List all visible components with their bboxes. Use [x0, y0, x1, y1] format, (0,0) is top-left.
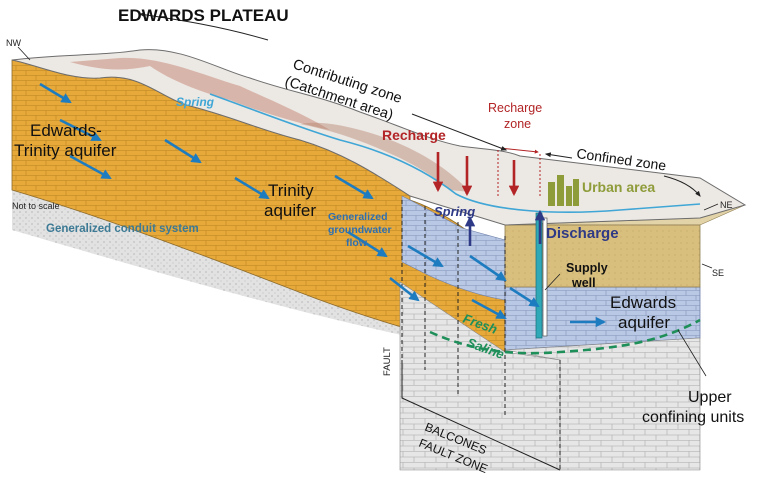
trinity-aquifer-label-2: aquifer	[264, 201, 316, 220]
groundwater-flow-arrows	[39, 82, 607, 328]
urban-area-icon	[548, 175, 579, 206]
page-title: EDWARDS PLATEAU	[118, 6, 289, 25]
spring-lower-label: Spring	[434, 204, 475, 219]
recharge-zone-label-2: zone	[504, 117, 531, 131]
ne-leader	[703, 203, 719, 211]
fault-zone-base	[399, 281, 561, 471]
surface-shading-2	[300, 122, 470, 192]
fresh-saline-boundary	[429, 318, 701, 355]
upper-confining-label: Upper	[688, 389, 732, 406]
se-leader	[701, 263, 713, 269]
well-leader	[544, 273, 561, 291]
edwards-aquifer-label-2: aquifer	[618, 313, 670, 332]
nw-leader	[17, 46, 31, 61]
balcones-bracket	[401, 360, 561, 471]
contributing-zone-arrow	[138, 12, 269, 41]
lower-confining-front	[504, 337, 701, 471]
contributing-zone-arrow-2	[411, 113, 508, 151]
upper-confining-leader	[677, 329, 707, 377]
surface-shading	[70, 57, 330, 130]
trinity-aquifer-label: Trinity	[268, 181, 314, 200]
supply-well-label-2: well	[571, 276, 596, 290]
edwards-trinity-label: Edwards-	[30, 121, 102, 140]
recharge-zone-label: Recharge	[488, 101, 542, 115]
recharge-zone-bracket	[497, 150, 541, 196]
conduit-system-label: Generalized conduit system	[46, 223, 199, 235]
urban-area-label: Urban area	[582, 179, 655, 195]
gw-flow-label-2: groundwater	[328, 224, 392, 236]
confined-zone-arrow	[663, 175, 701, 197]
gw-flow-label: Generalized	[328, 211, 388, 223]
discharge-arrows	[464, 209, 546, 246]
supply-well-label: Supply	[566, 261, 608, 275]
confined-zone-arrow-left	[544, 152, 573, 159]
upper-confining-label-2: confining units	[642, 409, 744, 426]
gw-flow-label-3: flow	[346, 237, 368, 249]
recharge-label: Recharge	[382, 127, 446, 143]
not-to-scale-label: Not to scale	[12, 201, 60, 211]
edwards-trinity-label-2: Trinity aquifer	[14, 141, 117, 160]
spring-upper-label: Spring	[176, 95, 215, 109]
fault-lines	[401, 200, 561, 470]
direction-se: SE	[712, 268, 724, 278]
discharge-label: Discharge	[546, 225, 619, 242]
direction-ne: NE	[720, 200, 733, 210]
edwards-aquifer-label: Edwards	[610, 293, 676, 312]
fault-label: FAULT	[382, 347, 393, 376]
direction-nw: NW	[6, 38, 21, 48]
recharge-arrows	[432, 152, 520, 197]
